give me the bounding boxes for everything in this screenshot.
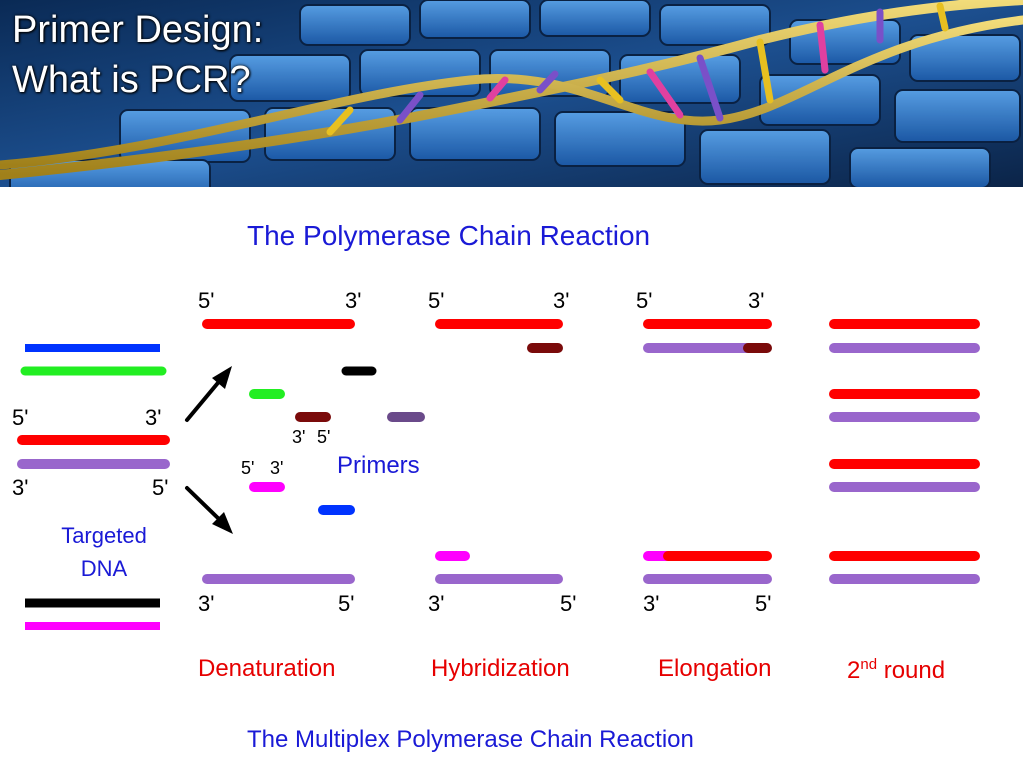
primer-lower-5-label: 5' [241,458,255,478]
target-bottom-3-label: 3' [12,475,29,500]
step-second-round: 2nd round [847,657,945,683]
targeted-dna-line-2: DNA [80,556,128,581]
elong-bottom-5-label: 5' [755,591,772,616]
diagram-title: The Polymerase Chain Reaction [247,220,651,251]
page-title-line-1: Primer Design: [12,9,264,51]
arrow-down [185,486,224,524]
diagram-footer: The Multiplex Polymerase Chain Reaction [247,726,694,753]
pcr-diagram: The Polymerase Chain Reaction 5' 3' 5' 3… [0,187,1023,767]
target-bottom-5-label: 5' [152,475,169,500]
hyb-bottom-5-label: 5' [560,591,577,616]
denat-bottom-5-label: 5' [338,591,355,616]
elong-top-3-label: 3' [748,288,765,313]
target-3-label: 3' [145,405,162,430]
denat-bottom-3-label: 3' [198,591,215,616]
primer-3-label: 3' [292,427,306,447]
target-5-label: 5' [12,405,29,430]
elong-top-5-label: 5' [636,288,653,313]
primer-lower-3-label: 3' [270,458,284,478]
step-elongation: Elongation [658,655,772,682]
primers-label: Primers [337,452,420,479]
round-number: 2 [847,657,861,684]
pcr-strands [17,319,980,630]
primer-5-label: 5' [317,427,331,447]
dna-keyboard-image [0,0,1023,187]
page-title-line-2: What is PCR? [12,59,251,101]
denat-top-5-label: 5' [198,288,215,313]
hyb-top-3-label: 3' [553,288,570,313]
elong-bottom-3-label: 3' [643,591,660,616]
step-hybridization: Hybridization [431,655,570,682]
arrow-up [185,376,224,422]
targeted-dna-line-1: Targeted [61,523,147,548]
header-banner: Primer Design: What is PCR? [0,0,1023,187]
round-word: round [883,657,946,684]
hyb-top-5-label: 5' [428,288,445,313]
step-denaturation: Denaturation [198,655,336,682]
targeted-dna-label: Targeted DNA [40,519,168,585]
round-suffix: nd [860,656,878,673]
hyb-bottom-3-label: 3' [428,591,445,616]
denat-top-3-label: 3' [345,288,362,313]
